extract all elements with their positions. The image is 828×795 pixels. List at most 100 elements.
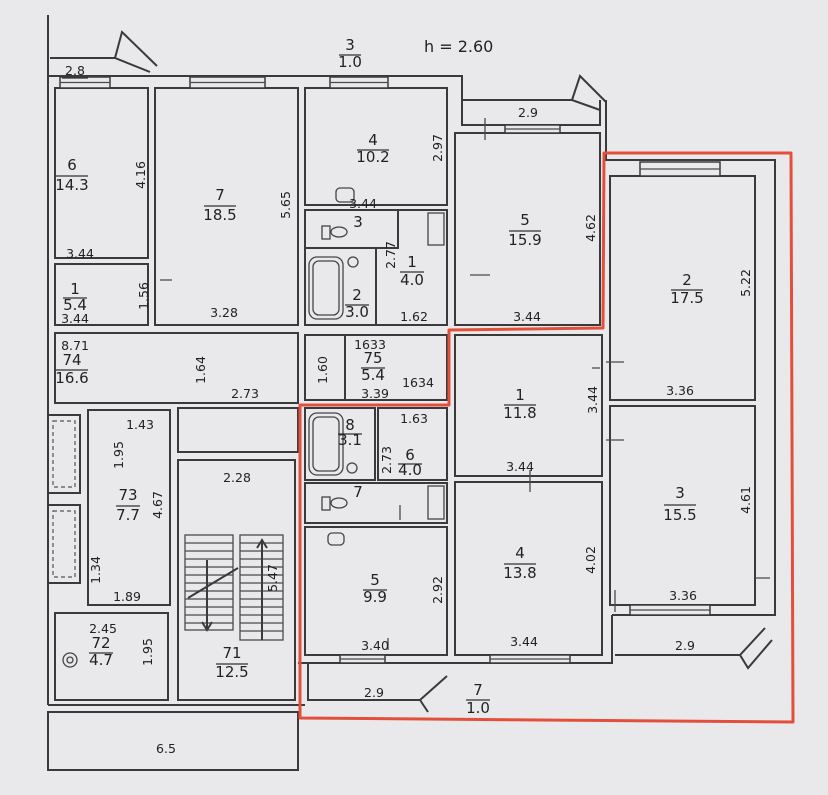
room-number: 6	[67, 156, 77, 174]
dimension-label: 1634	[402, 375, 434, 390]
room-number: 2	[682, 271, 692, 289]
room-label: 6 14.3	[55, 156, 88, 194]
room-7-toilet-outline	[304, 482, 448, 524]
room-number: 1	[407, 253, 417, 271]
dimension-label: 4.62	[583, 214, 598, 242]
room-label: 4 13.8	[503, 544, 536, 582]
window	[329, 76, 389, 89]
dimension-label: 2.73	[231, 386, 259, 401]
room-area: 1.0	[338, 53, 362, 71]
balcony-top-left	[50, 30, 158, 73]
room-label: 1 4.0	[400, 253, 424, 289]
ceiling-height-note: h = 2.60	[424, 37, 493, 56]
dimension-label: 3.44	[66, 246, 94, 261]
dimension-label: 3.44	[506, 459, 534, 474]
room-label: 71 12.5	[215, 644, 248, 681]
cabinet	[427, 485, 445, 520]
room-area: 3.1	[338, 431, 362, 449]
dimension-label: 6.5	[156, 741, 176, 756]
room-area: 5.4	[63, 296, 87, 314]
room-number: 1	[70, 280, 80, 298]
balcony-bottom-right	[615, 627, 773, 670]
room-number: 2	[352, 286, 362, 304]
dimension-label: 1.34	[88, 556, 103, 584]
dimension-label: 4.67	[150, 491, 165, 519]
room-71-outline	[177, 459, 296, 701]
fixtures	[62, 187, 445, 668]
room-label: 2 17.5	[670, 271, 703, 307]
dimension-label: 5.22	[738, 269, 753, 297]
window	[639, 161, 721, 177]
dimension-label: 1.89	[113, 589, 141, 604]
dimension-label: 3.44	[510, 634, 538, 649]
room-labels: 3 1.0 4 10.2 6 14.3 7 18.5 3 5 15.9 2	[55, 36, 703, 717]
room-label: 75 5.4	[361, 349, 385, 384]
dimension-label: 3.44	[513, 309, 541, 324]
room-number: 5	[370, 571, 380, 589]
dimension-label: 2.92	[430, 576, 445, 604]
room-area: 16.6	[55, 369, 88, 387]
room-area: 11.8	[503, 404, 536, 422]
room-label: 3 15.5	[663, 484, 696, 524]
washbasin-icon	[62, 652, 78, 668]
dimension-label: 2.9	[675, 638, 695, 653]
room-label: 4 10.2	[356, 131, 389, 166]
window	[59, 76, 111, 89]
room-number: 4	[368, 131, 378, 149]
room-label: 7 1.0	[466, 681, 490, 717]
windows	[59, 76, 721, 664]
room-label: 1 5.4	[63, 280, 87, 314]
dimension-label: 4.61	[738, 486, 753, 514]
room-area: 5.4	[361, 366, 385, 384]
room-label: 7	[353, 483, 363, 501]
room-label: 6 4.0	[398, 446, 422, 479]
dimension-label: 1.56	[136, 282, 151, 310]
elevator-cabin	[52, 420, 76, 488]
dimension-label: 1.63	[400, 411, 428, 426]
room-6-center-outline	[377, 407, 448, 481]
room-1-left-outline	[54, 263, 149, 326]
room-number: 1	[515, 386, 525, 404]
sink-icon	[346, 462, 358, 474]
service-room-outline	[177, 407, 299, 453]
room-number: 72	[91, 634, 110, 652]
loggia-outline	[47, 711, 299, 771]
dimension-label: 3.44	[61, 311, 89, 326]
dimension-label: 2.9	[364, 685, 384, 700]
dimension-label: 1.62	[400, 309, 428, 324]
room-number: 7	[473, 681, 483, 699]
room-area: 4.0	[400, 271, 424, 289]
room-area: 13.8	[503, 564, 536, 582]
dimension-label: 3.40	[361, 638, 389, 653]
room-number: 71	[222, 644, 241, 662]
room-area: 15.5	[663, 506, 696, 524]
dimension-label: 3.28	[210, 305, 238, 320]
room-area: 4.7	[89, 651, 113, 669]
window	[339, 654, 386, 664]
window	[189, 76, 266, 89]
dimension-label: 3.44	[585, 386, 600, 414]
dimension-label: 5.65	[278, 191, 293, 219]
room-label: 5 15.9	[508, 211, 541, 249]
room-number: 5	[520, 211, 530, 229]
room-number: 8	[345, 416, 355, 434]
dimension-label: 1.64	[193, 356, 208, 384]
dimension-label: 3.36	[669, 588, 697, 603]
toilet-icon	[321, 496, 348, 511]
stair-arrow-up-icon	[256, 538, 268, 640]
room-5-top-outline	[454, 132, 601, 326]
room-73-outline	[87, 409, 171, 606]
staircase	[184, 534, 284, 641]
room-number: 7	[215, 186, 225, 204]
dimension-label: 1633	[354, 337, 386, 352]
dimension-label: 3.44	[349, 196, 377, 211]
dimension-label: 4.02	[583, 546, 598, 574]
dimension-label: 2.73	[379, 446, 394, 474]
room-number: 4	[515, 544, 525, 562]
room-label: 7 18.5	[203, 186, 236, 224]
room-label: 74 16.6	[55, 351, 88, 387]
room-label: 72 4.7	[89, 634, 113, 669]
room-area: 12.5	[215, 663, 248, 681]
room-label: 1 11.8	[503, 386, 536, 422]
